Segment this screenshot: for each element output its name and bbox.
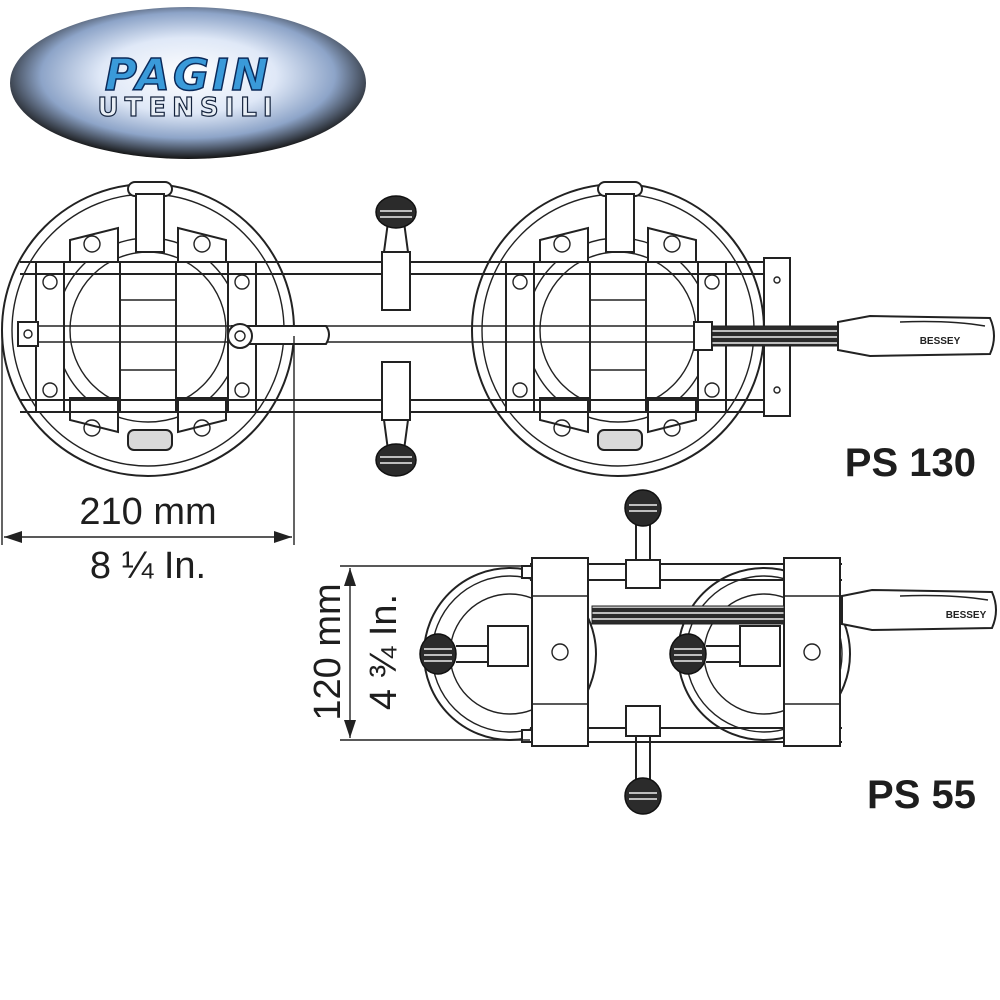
ps130-width-mm: 210 mm (79, 491, 216, 533)
ps130-handle (837, 314, 995, 358)
ps130-drawing: BESSEY (1, 181, 995, 545)
ps130-width-dimension (1, 330, 295, 545)
ps55-height-mm: 120 mm (307, 583, 349, 720)
ps130-left-suction-cup (1, 181, 295, 477)
ps55-brand-mark: BESSEY (946, 610, 987, 621)
ps55-height-in: 4 ¾ In. (363, 594, 405, 710)
ps55-height-dimension (340, 565, 530, 741)
logo-main-text: PAGIN (105, 50, 272, 101)
ps55-handle (841, 588, 997, 632)
ps55-model-label: PS 55 (867, 773, 976, 817)
pagin-logo: PAGIN UTENSILI (10, 7, 366, 159)
ps130-width-in: 8 ¼ In. (90, 545, 206, 587)
logo-sub-text: UTENSILI (97, 93, 278, 123)
ps130-brand-mark: BESSEY (920, 336, 961, 347)
ps130-spindle: BESSEY (693, 314, 995, 358)
ps130-center-clamp (375, 195, 417, 477)
ps130-model-label: PS 130 (845, 441, 976, 485)
ps55-drawing: BESSEY (340, 489, 997, 815)
ps55-left-block (531, 557, 589, 747)
logo-ellipse (10, 7, 366, 159)
ps55-right-block (783, 557, 841, 747)
